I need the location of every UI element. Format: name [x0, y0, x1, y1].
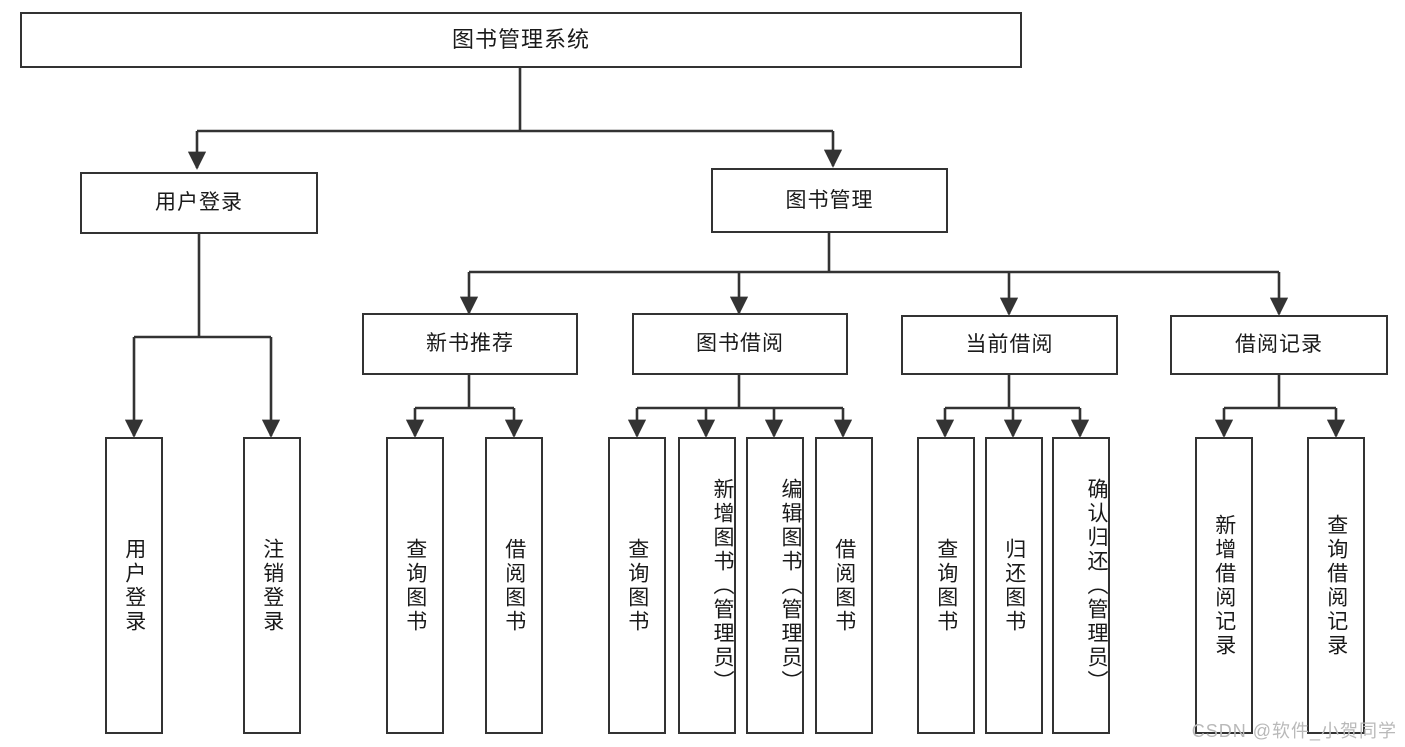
leaf-current-borrow-query-book[interactable]: 查询图书: [917, 437, 975, 734]
leaf-new-book-borrow-book[interactable]: 借阅图书: [485, 437, 543, 734]
node-borrow-record[interactable]: 借阅记录: [1170, 315, 1388, 375]
leaf-user-login-login[interactable]: 用户登录: [105, 437, 163, 734]
csdn-watermark: CSDN @软件_小贺同学: [1191, 721, 1397, 741]
leaf-book-borrow-borrow-book[interactable]: 借阅图书: [815, 437, 873, 734]
leaf-current-borrow-confirm-return-admin[interactable]: 确认归还（管理员）: [1052, 437, 1110, 734]
leaf-book-borrow-query-book[interactable]: 查询图书: [608, 437, 666, 734]
leaf-user-login-logout[interactable]: 注销登录: [243, 437, 301, 734]
node-book-borrow[interactable]: 图书借阅: [632, 313, 848, 375]
leaf-new-book-query-book[interactable]: 查询图书: [386, 437, 444, 734]
leaf-borrow-record-query-record[interactable]: 查询借阅记录: [1307, 437, 1365, 734]
node-root-book-management-system[interactable]: 图书管理系统: [20, 12, 1022, 68]
leaf-borrow-record-add-record[interactable]: 新增借阅记录: [1195, 437, 1253, 734]
node-current-borrow[interactable]: 当前借阅: [901, 315, 1118, 375]
leaf-current-borrow-return-book[interactable]: 归还图书: [985, 437, 1043, 734]
leaf-book-borrow-edit-book-admin[interactable]: 编辑图书（管理员）: [746, 437, 804, 734]
node-user-login[interactable]: 用户登录: [80, 172, 318, 234]
node-new-book-recommend[interactable]: 新书推荐: [362, 313, 578, 375]
node-book-management[interactable]: 图书管理: [711, 168, 948, 233]
leaf-book-borrow-add-book-admin[interactable]: 新增图书（管理员）: [678, 437, 736, 734]
